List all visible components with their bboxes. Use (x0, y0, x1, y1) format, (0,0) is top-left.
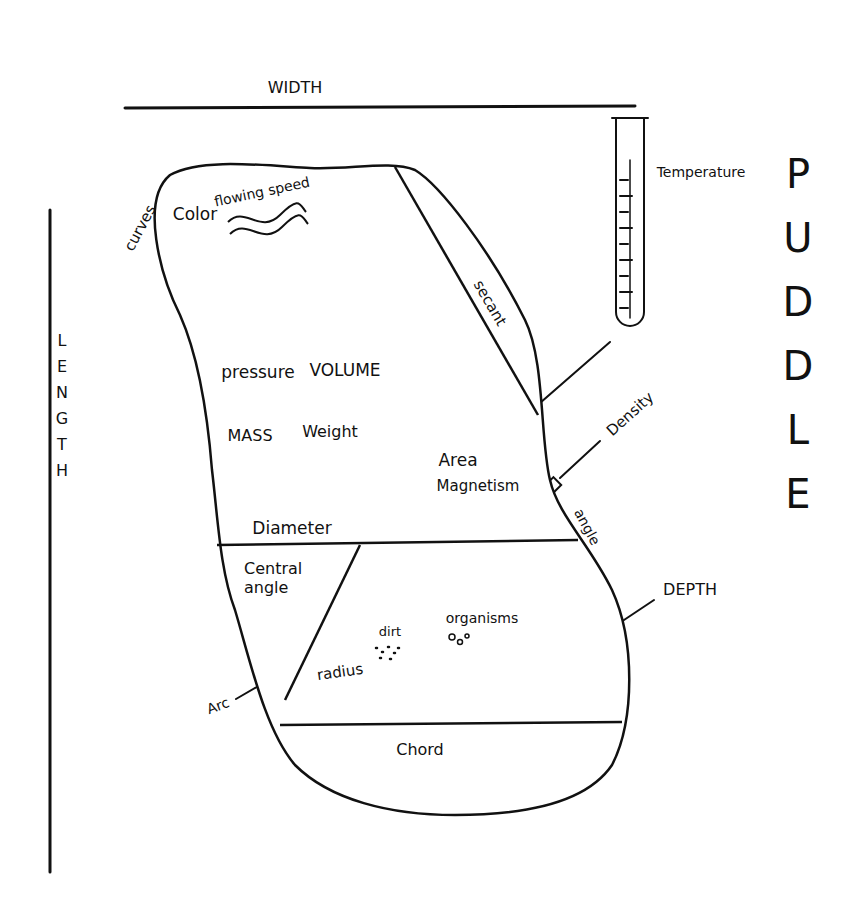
property-label: MASS (227, 426, 272, 445)
property-label: Density (603, 388, 657, 440)
length-line (49, 210, 52, 872)
geometry-label: Arc (204, 694, 231, 718)
secant-line (395, 167, 538, 415)
property-label: DEPTH (663, 580, 717, 599)
geometry-label: Diameter (252, 518, 331, 538)
geometry-label: curves (120, 202, 159, 254)
geometry-label: Chord (396, 740, 444, 759)
chord-line (280, 722, 622, 725)
outline (155, 164, 630, 815)
diameter-line (217, 540, 578, 545)
title: PUDDLE (778, 142, 818, 526)
content-label: dirt (379, 624, 401, 640)
leader-line (560, 441, 600, 478)
width-line (125, 106, 635, 108)
test-tube (612, 118, 648, 326)
puddle-region: Colorflowing speedsecantpressureVOLUMEMA… (130, 150, 650, 830)
dimension-label: LENGTH (54, 328, 70, 484)
property-label: Area (438, 450, 477, 470)
property-label: Temperature (657, 164, 746, 181)
organism (465, 634, 469, 638)
dirt-dots (376, 647, 399, 659)
property-label: VOLUME (309, 360, 380, 380)
flow-squiggle (230, 215, 308, 234)
property-label: Weight (302, 422, 358, 441)
property-label: Color (173, 204, 217, 224)
geometry-label: Central angle (244, 559, 320, 597)
content-label: organisms (446, 610, 519, 627)
property-label: pressure (221, 362, 294, 382)
puddle-outline (130, 150, 650, 830)
flow-squiggle (228, 203, 306, 222)
dimension-label: WIDTH (268, 78, 323, 97)
tube-mercury (629, 160, 631, 318)
property-label: Magnetism (437, 477, 520, 495)
organism (458, 640, 463, 645)
organism (449, 634, 455, 640)
